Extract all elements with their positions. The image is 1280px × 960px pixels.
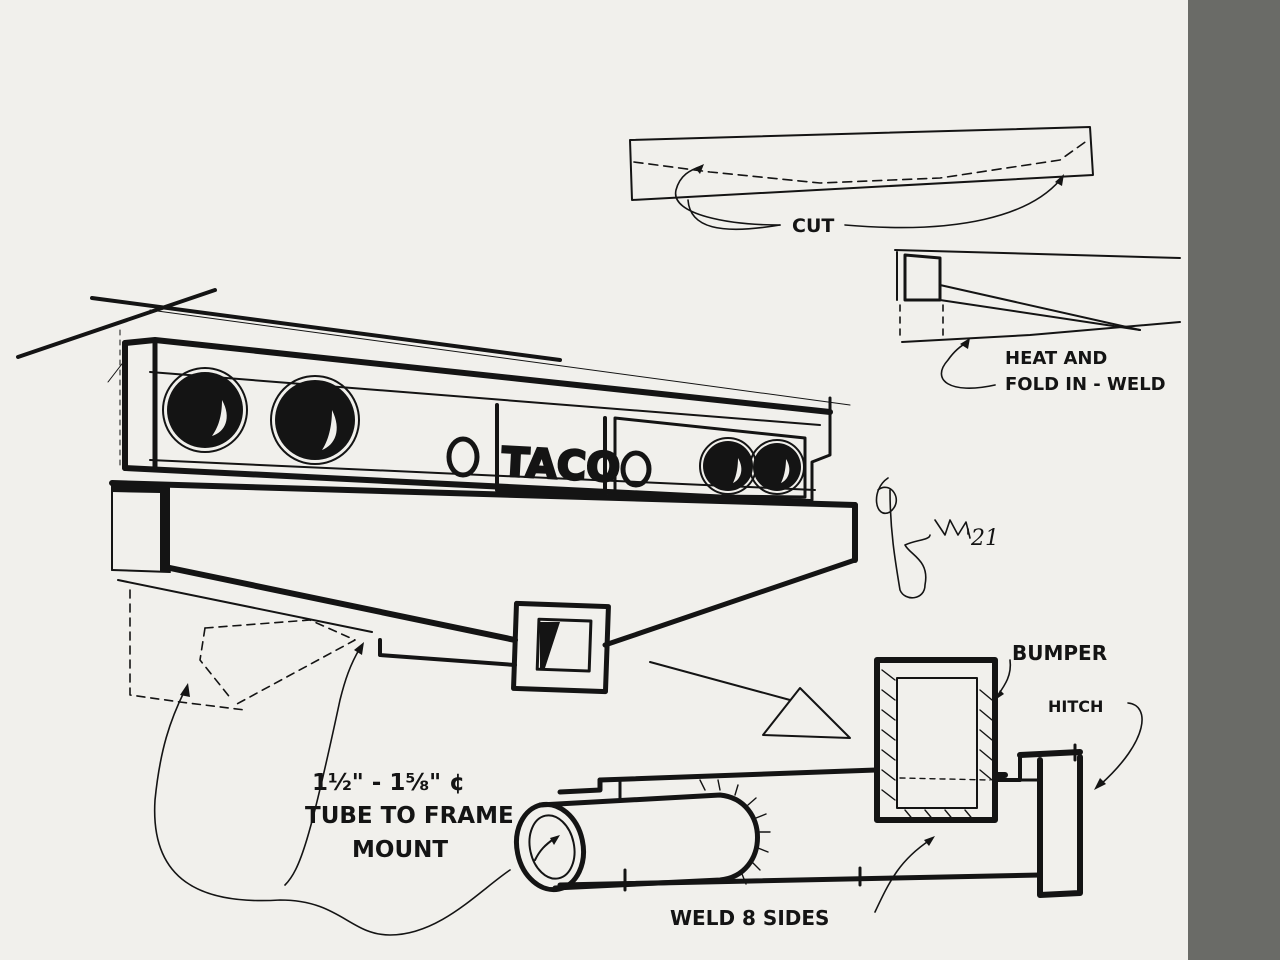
signature-year: '21 [965, 526, 999, 551]
speaker-4 [749, 439, 805, 495]
round-tube [514, 779, 771, 893]
heat-fold-detail-drawing: HEAT AND FOLD IN - WELD [894, 249, 1181, 395]
tube-to-frame-label: TUBE TO FRAME [305, 803, 514, 829]
direction-arrow [649, 661, 851, 739]
speaker-2 [270, 375, 360, 465]
speaker-1 [162, 367, 248, 453]
cut-detail-drawing: CUT [629, 126, 1094, 237]
speaker-3 [699, 437, 757, 495]
mount-label: MOUNT [352, 837, 448, 863]
hitch-label: HITCH [1048, 697, 1103, 716]
square-tube [511, 600, 611, 695]
artist-signature: '21 [875, 477, 999, 599]
fold-in-weld-label: FOLD IN - WELD [1005, 374, 1166, 395]
taco-badge-text: TACO [501, 440, 622, 492]
port-right [620, 450, 652, 488]
tube-size-label: 1½" - 1⅝" ¢ [312, 770, 465, 796]
heat-and-label: HEAT AND [1005, 348, 1107, 369]
bumper-section-drawing: BUMPER HITCH WELD 8 SIDES [514, 641, 1143, 930]
port-left [446, 436, 480, 478]
bumper-label: BUMPER [1012, 641, 1107, 665]
paper-edge-shadow [1188, 0, 1280, 960]
weld-8-sides-label: WELD 8 SIDES [670, 906, 829, 930]
bumper-box-drawing: TACO [16, 288, 858, 711]
cut-label: CUT [792, 215, 834, 237]
tube-annotation: 1½" - 1⅝" ¢ TUBE TO FRAME MOUNT [153, 642, 514, 936]
